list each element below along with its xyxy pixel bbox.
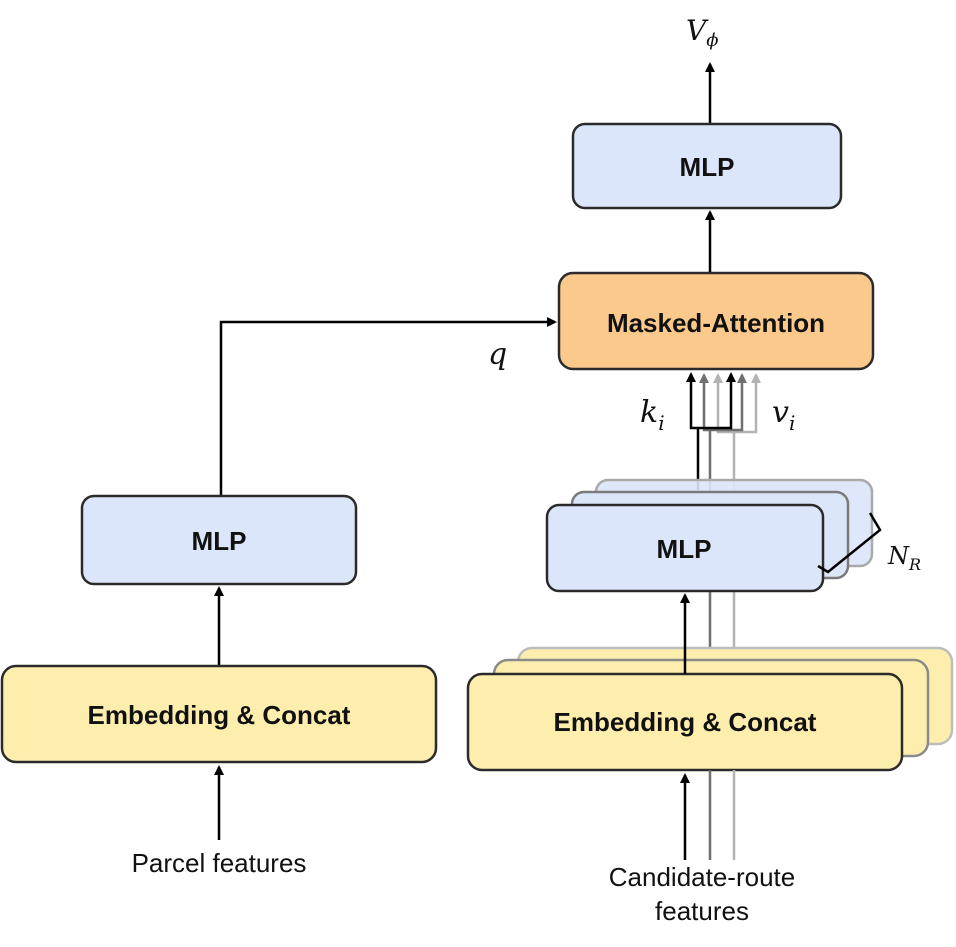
route-features-label-line2: features: [655, 896, 749, 926]
left-mlp-box: [80, 494, 358, 586]
stack-count-label: NR: [887, 542, 921, 574]
top-mlp-box: [571, 122, 843, 210]
route-features-label-line1: Candidate-route: [609, 862, 795, 892]
stack-brace-icon: [817, 512, 882, 574]
right-mlp-box: [545, 503, 825, 593]
output-label: Vϕ: [686, 14, 719, 51]
top-mlp-label: MLP: [680, 152, 735, 182]
left-mlp-label: MLP: [192, 526, 247, 556]
right-mlp-label: MLP: [657, 534, 712, 564]
left-embed-label: Embedding & Concat: [88, 700, 351, 730]
key-label: ki: [640, 395, 665, 435]
value-label: vi: [772, 395, 795, 435]
masked-attention-label: Masked-Attention: [607, 308, 825, 338]
left-embed-box: [0, 664, 438, 764]
query-label: q: [488, 337, 507, 372]
parcel-features-label: Parcel features: [132, 848, 307, 878]
query-arrow: [219, 317, 557, 496]
right-embed-label: Embedding & Concat: [554, 707, 817, 737]
masked-attention-box: [557, 271, 875, 371]
